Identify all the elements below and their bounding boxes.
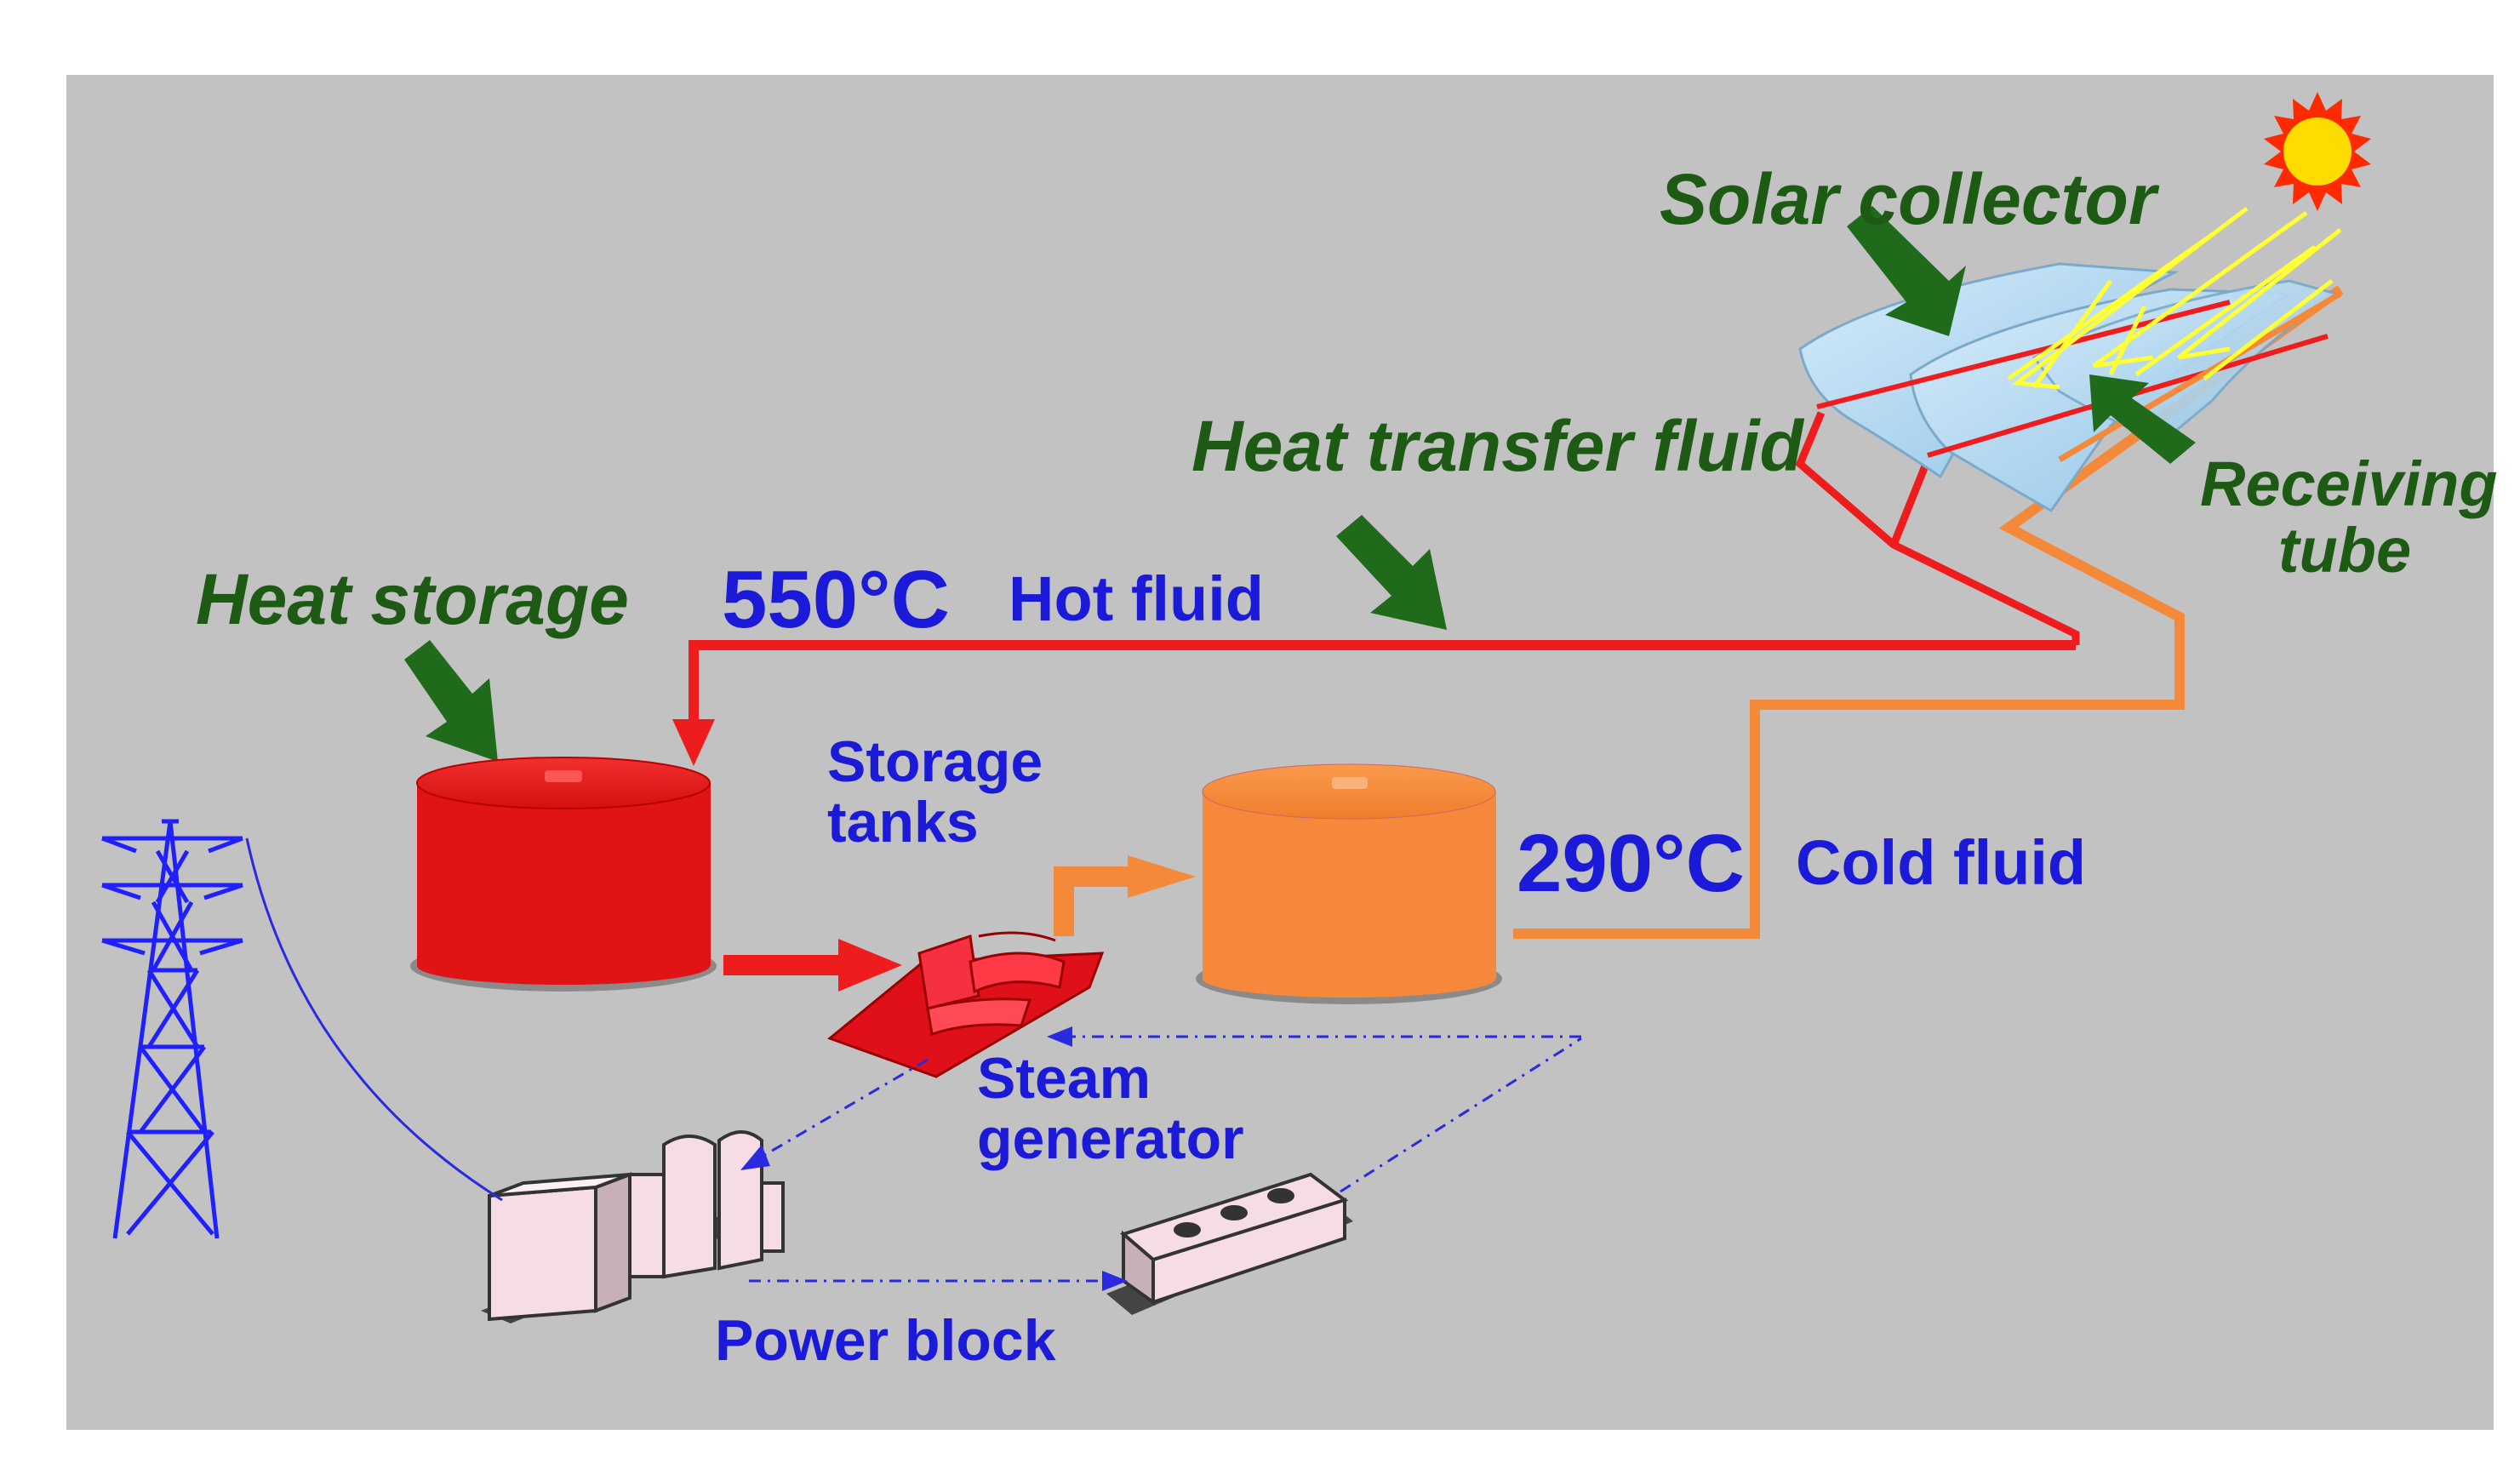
flow-arrow-1	[740, 1145, 770, 1170]
power-block-label: Power block	[715, 1308, 1056, 1373]
storage-tanks-label: Storage tanks	[827, 729, 1043, 855]
steam-generator-label-line1: Steam	[977, 1046, 1151, 1111]
condenser	[1106, 1172, 1353, 1315]
turbine-generator	[481, 1130, 785, 1323]
cold-storage-tank	[1196, 763, 1502, 1004]
storage-tanks-label-line2: tanks	[827, 790, 979, 855]
hot-fluid-label: Hot fluid	[1009, 563, 1265, 634]
heat-transfer-fluid-label: Heat transfer fluid	[1191, 406, 1803, 486]
cold-fluid-pipe	[1513, 285, 2344, 939]
hot-fluid-arrowhead	[672, 719, 715, 766]
green-arrow-icon-solar	[1847, 206, 1966, 336]
green-arrow-icon-storage	[404, 640, 498, 762]
solar-collector-label: Solar collector	[1660, 159, 2157, 239]
hot-to-generator-arrow	[723, 939, 902, 992]
steam-generator-label-line2: generator	[977, 1106, 1244, 1172]
receiving-tube-label-line2: tube	[2277, 514, 2412, 586]
sun-icon	[2264, 92, 2371, 211]
hot-fluid-pipe-branch	[1889, 458, 1932, 546]
heat-storage-label: Heat storage	[196, 559, 629, 639]
sun-rays	[2007, 207, 2342, 390]
green-arrow-icon-htf	[1336, 515, 1447, 630]
flow-arrow-3	[1047, 1026, 1072, 1047]
generator-to-cold-arrow	[1054, 855, 1196, 936]
cold-fluid-label: Cold fluid	[1796, 827, 2087, 898]
storage-tanks-label-line1: Storage	[827, 729, 1043, 794]
steam-generator	[827, 931, 1105, 1078]
green-arrow-icon-receiving	[2089, 374, 2196, 464]
steam-generator-label: Steam generator	[977, 1046, 1244, 1172]
transmission-line	[245, 837, 503, 1202]
transmission-tower-icon	[101, 819, 243, 1239]
water-steam-loop	[749, 1035, 1582, 1283]
cold-temperature-label: 290°C	[1517, 818, 1745, 909]
hot-storage-tank	[410, 757, 717, 992]
receiving-tube-label: Receiving tube	[2200, 449, 2498, 586]
receiving-tube-label-line1: Receiving	[2200, 449, 2498, 519]
flow-arrow-2	[1102, 1271, 1128, 1291]
hot-fluid-pipe-main	[689, 640, 2076, 732]
hot-temperature-label: 550°C	[722, 554, 950, 645]
